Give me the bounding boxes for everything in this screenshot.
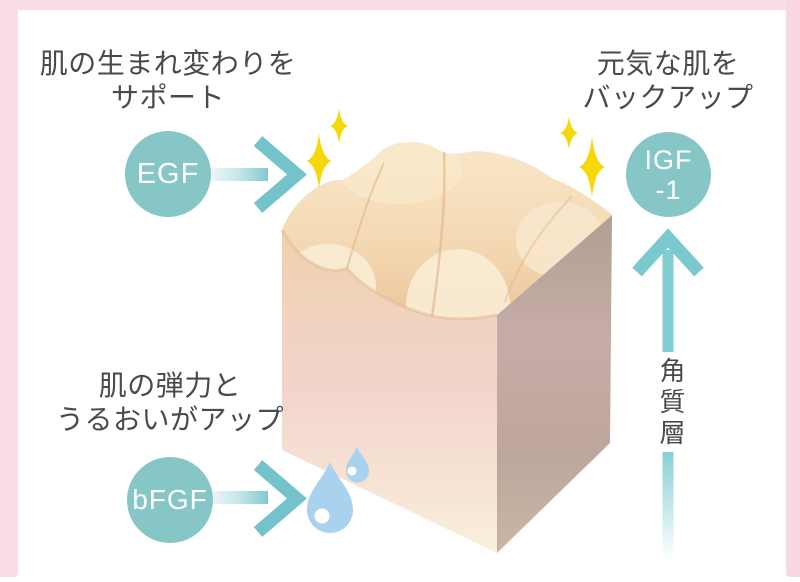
caption-egf-line1: 肌の生まれ変わりを xyxy=(39,48,297,79)
caption-bfgf-line2: うるおいがアップ xyxy=(55,404,284,435)
stratum-arrow-up-icon xyxy=(632,228,704,560)
egf-label: EGF xyxy=(136,157,200,190)
skin-front-face xyxy=(282,230,497,553)
igf-1-badge: IGF -1 xyxy=(626,132,711,217)
sparkle-icon xyxy=(579,137,605,197)
caption-igf-line1: 元気な肌を xyxy=(596,48,740,79)
caption-bfgf-line1: 肌の弾力と xyxy=(98,370,242,401)
frame-border-right xyxy=(786,0,800,577)
caption-egf-line2: サポート xyxy=(110,82,225,113)
caption-bfgf: 肌の弾力と うるおいがアップ xyxy=(20,369,320,437)
skin-side-face xyxy=(497,215,612,553)
water-drop-group xyxy=(307,447,370,533)
bfgf-badge: bFGF xyxy=(127,457,213,543)
sparkle-icon xyxy=(560,116,578,150)
caption-igf: 元気な肌を バックアップ xyxy=(518,47,800,115)
igf-label-line1: IGF xyxy=(644,144,693,175)
caption-igf-line2: バックアップ xyxy=(582,82,754,113)
sparkle-icon xyxy=(306,133,332,189)
sparkle-group xyxy=(306,108,605,197)
igf-label-line2: -1 xyxy=(655,174,682,205)
bfgf-arrow-right-icon xyxy=(206,460,307,537)
skin-overhang-edge xyxy=(280,229,498,321)
frame-border-top xyxy=(0,0,800,10)
skin-mound-seams xyxy=(346,151,573,317)
bfgf-label: bFGF xyxy=(132,484,208,515)
skin-block xyxy=(280,142,612,553)
egf-badge: EGF xyxy=(125,131,211,217)
sparkle-icon xyxy=(330,108,348,144)
caption-egf: 肌の生まれ変わりを サポート xyxy=(18,47,318,115)
egf-arrow-right-icon xyxy=(206,136,307,213)
frame-border-left xyxy=(0,0,18,577)
stratum-corneum-label: 角質層 xyxy=(656,357,686,450)
